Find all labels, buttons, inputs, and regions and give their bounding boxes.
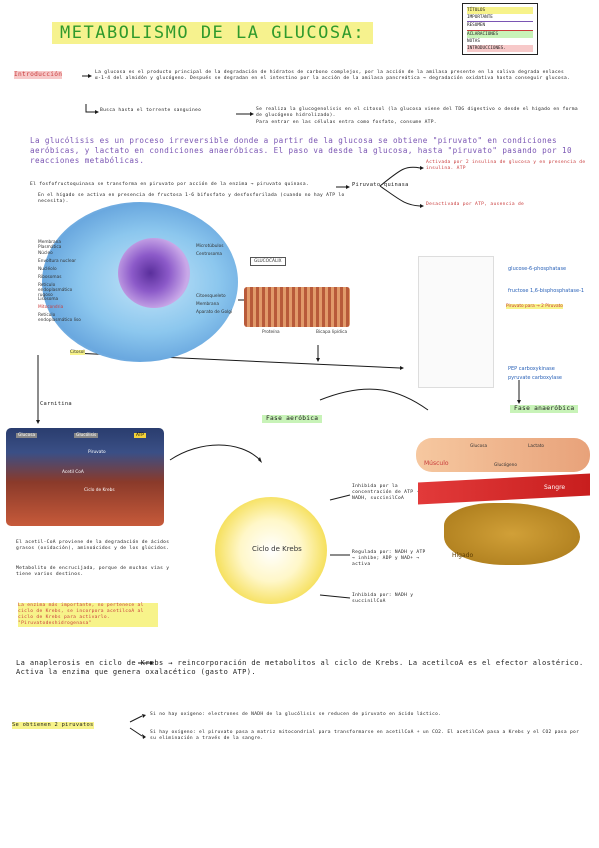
legend-item-importante: Importante xyxy=(467,14,533,23)
cell-label: Retículo endoplasmático rugoso xyxy=(38,283,73,298)
cori-label: Glucógeno xyxy=(494,463,517,468)
deactivated-arrow xyxy=(379,185,421,207)
fase-anaerobica-label: Fase anaeróbica xyxy=(510,405,579,414)
intro-text: La glucosa es el producto principal de l… xyxy=(95,70,571,82)
cell-labels-left: Membrana Plasmática Núcleo Envoltura nuc… xyxy=(38,240,82,325)
cell-labels-right: Microtúbulos Centrosoma Citoesqueleto Me… xyxy=(196,244,236,318)
mito-label: Acetil CoA xyxy=(62,470,84,475)
pathway-note: Piruvato para → 2 Piruvato xyxy=(506,304,563,309)
mito-to-krebs-arrow xyxy=(169,444,261,461)
page-title: METABOLISMO DE LA GLUCOSA: xyxy=(52,22,374,44)
legend-item-notas: Notas xyxy=(467,38,480,44)
nucleus-illustration xyxy=(118,238,190,308)
membrane-label: Proteína xyxy=(262,330,280,335)
krebs-inhibited: Inhibida por: NADH y succinilCoA xyxy=(352,593,414,605)
krebs-inhibitor-line xyxy=(329,494,351,501)
legend-item-introducciones: Introducciones. xyxy=(467,45,533,53)
pfk-deactivated: Desactivada por ATP, ausencia de xyxy=(426,202,525,207)
membrane-label: Bicapa lipídica xyxy=(316,330,348,335)
intro-down-arrow xyxy=(85,104,95,113)
cori-label: Sangre xyxy=(544,484,566,491)
outcome-up-arrow xyxy=(129,715,143,723)
cell-label: Lisosoma xyxy=(38,297,59,302)
pathway-label: glucose-6-phosphatase xyxy=(508,266,567,272)
pfk-enzyme: Piruvato quinasa xyxy=(352,182,409,188)
cori-label: Lactato xyxy=(528,444,545,449)
legend-box: Títulos Importante Resumen Aclaraciones … xyxy=(462,3,538,55)
krebs-inhibited-line xyxy=(319,594,351,599)
pathway-label: fructose 1,6-bisphosphatase-1 xyxy=(508,288,585,294)
krebs-inhibitors: Inhibida por la concentración de ATP · N… xyxy=(352,484,420,502)
outcome-down-arrow xyxy=(129,727,143,737)
cell-label: Microtúbulos xyxy=(196,244,224,249)
activated-arrow xyxy=(379,166,421,187)
outcome-lead: Se obtienen 2 piruvatos xyxy=(12,722,94,730)
membrane-header-label: GLUCOCÁLIX xyxy=(250,257,286,266)
cell-label: Retículo endoplasmático liso xyxy=(38,313,81,323)
pfk-activated: Activada por 2 insulina de glucosa y en … xyxy=(426,160,586,172)
liver-illustration xyxy=(444,503,580,565)
mitochondria-illustration xyxy=(6,428,164,526)
fase-aerobica-label: Fase aeróbica xyxy=(262,415,323,424)
mito-label: Ciclo de Krebs xyxy=(84,488,115,493)
anaerobic-curve xyxy=(319,388,429,411)
outcome-oxygen: Si hay oxígeno: el piruvato pasa a matri… xyxy=(150,730,580,742)
legend-item-resumen: Resumen xyxy=(467,22,533,31)
legend-item-aclaraciones: Aclaraciones xyxy=(467,30,533,38)
cell-label: Nucléolo xyxy=(38,267,57,272)
anaplerosis-text: La anaplerosis en ciclo de Krebs → reinc… xyxy=(16,659,584,677)
entry-arrow-text: Se realiza la glucogenolisis en el citos… xyxy=(256,107,578,119)
cell-label: Mitocondria xyxy=(38,305,64,310)
cell-label: Membrana Plasmática xyxy=(38,240,62,250)
cori-label: Músculo xyxy=(424,460,449,467)
pathway-label: PEP carboxykinase xyxy=(508,366,555,372)
gluconeogenesis-pathway-illustration xyxy=(418,256,494,388)
cori-label: Hígado xyxy=(452,552,474,559)
pfk-text2: En el hígado se activa en presencia de f… xyxy=(38,193,345,205)
cori-label: Glucosa xyxy=(470,444,488,449)
mito-label: Glucólisis xyxy=(74,433,99,438)
intro-heading: Introducción xyxy=(14,71,63,80)
cell-label: Envoltura nuclear xyxy=(38,259,77,264)
acetylcoa-note: El acetil-CoA proviene de la degradación… xyxy=(16,540,170,552)
cell-label: Aparato de Golgi xyxy=(196,310,233,315)
mito-label: Piruvato xyxy=(88,450,106,455)
krebs-regulated: Regulada por: NADH y ATP → inhibe; ADP y… xyxy=(352,550,426,568)
cytosol-label: Citosol xyxy=(70,350,85,355)
main-paragraph: La glucólisis es un proceso irreversible… xyxy=(30,136,572,166)
pfk-text: El fosfofructoquinasa se transforma en p… xyxy=(30,182,309,187)
cell-label: Citoesqueleto xyxy=(196,294,226,299)
legend-item-titulos: Títulos xyxy=(467,7,533,15)
cell-label: Centrosoma xyxy=(196,252,223,257)
outcome-no-oxygen: Si no hay oxígeno: electrones de NADH de… xyxy=(150,712,442,717)
cell-label: Membrana xyxy=(196,302,220,307)
pathway-label: pyruvate carboxylase xyxy=(508,375,563,381)
membrane-illustration xyxy=(244,287,350,327)
carnitina-label: Carnitina xyxy=(40,401,72,407)
pdh-note: La enzima más importante, no pertenece a… xyxy=(18,603,158,628)
cell-label: Núcleo xyxy=(38,251,53,256)
entry-arrow-text2: Para entrar en las células entra como fo… xyxy=(256,120,437,125)
entry-lead: Busca hasta el torrente sanguíneo xyxy=(100,108,202,113)
mito-label: ATP xyxy=(134,433,146,438)
cell-label: Ribosomas xyxy=(38,275,62,280)
krebs-cycle-illustration xyxy=(215,497,327,604)
mito-label: Glucosa xyxy=(16,433,38,438)
krebs-title: Ciclo de Krebs xyxy=(252,545,302,553)
crossroads-note: Metabolito de encrucijada, porque de muc… xyxy=(16,566,170,578)
muscle-illustration xyxy=(416,438,590,472)
